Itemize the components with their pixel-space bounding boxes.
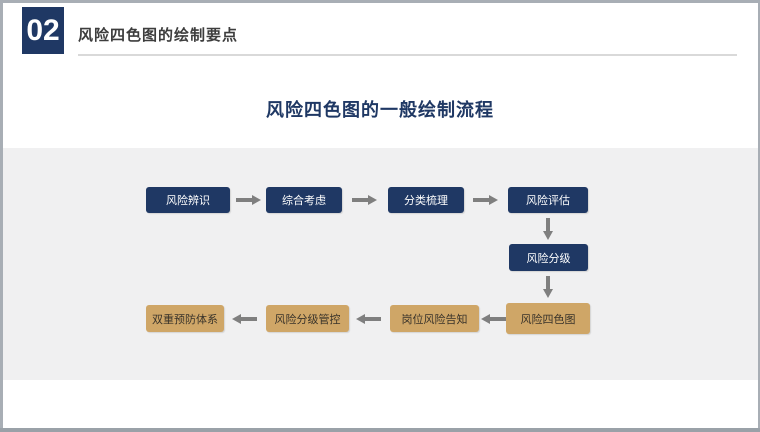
frame-border-bottom — [0, 428, 760, 432]
flow-subtitle: 风险四色图的一般绘制流程 — [266, 100, 494, 120]
flow-node-risk-identification: 风险辨识 — [146, 187, 230, 213]
flow-node-risk-assessment: 风险评估 — [508, 187, 588, 213]
flow-node-position-risk-notification: 岗位风险告知 — [390, 305, 479, 332]
arrow-right-icon — [352, 194, 377, 206]
flow-node-comprehensive-consideration: 综合考虑 — [266, 187, 342, 213]
section-number-badge: 02 — [22, 7, 64, 54]
frame-border-top — [0, 0, 760, 3]
flow-node-risk-grading: 风险分级 — [509, 244, 588, 271]
flow-node-dual-prevention-system: 双重预防体系 — [146, 305, 224, 332]
arrow-left-icon — [232, 313, 257, 325]
arrow-right-icon — [236, 194, 261, 206]
flowchart-panel — [3, 148, 758, 380]
flow-node-risk-four-color-map: 风险四色图 — [506, 303, 590, 334]
frame-border-right — [758, 0, 760, 432]
flow-node-classification-sorting: 分类梳理 — [388, 187, 464, 213]
flow-node-risk-graded-control: 风险分级管控 — [266, 305, 349, 332]
arrow-down-icon — [542, 276, 554, 298]
arrow-down-icon — [542, 218, 554, 240]
arrow-left-icon — [356, 313, 381, 325]
arrow-left-icon — [481, 313, 506, 325]
page-title: 风险四色图的绘制要点 — [78, 27, 239, 44]
title-divider — [78, 54, 737, 56]
arrow-right-icon — [473, 194, 498, 206]
frame-border-left — [0, 0, 3, 432]
